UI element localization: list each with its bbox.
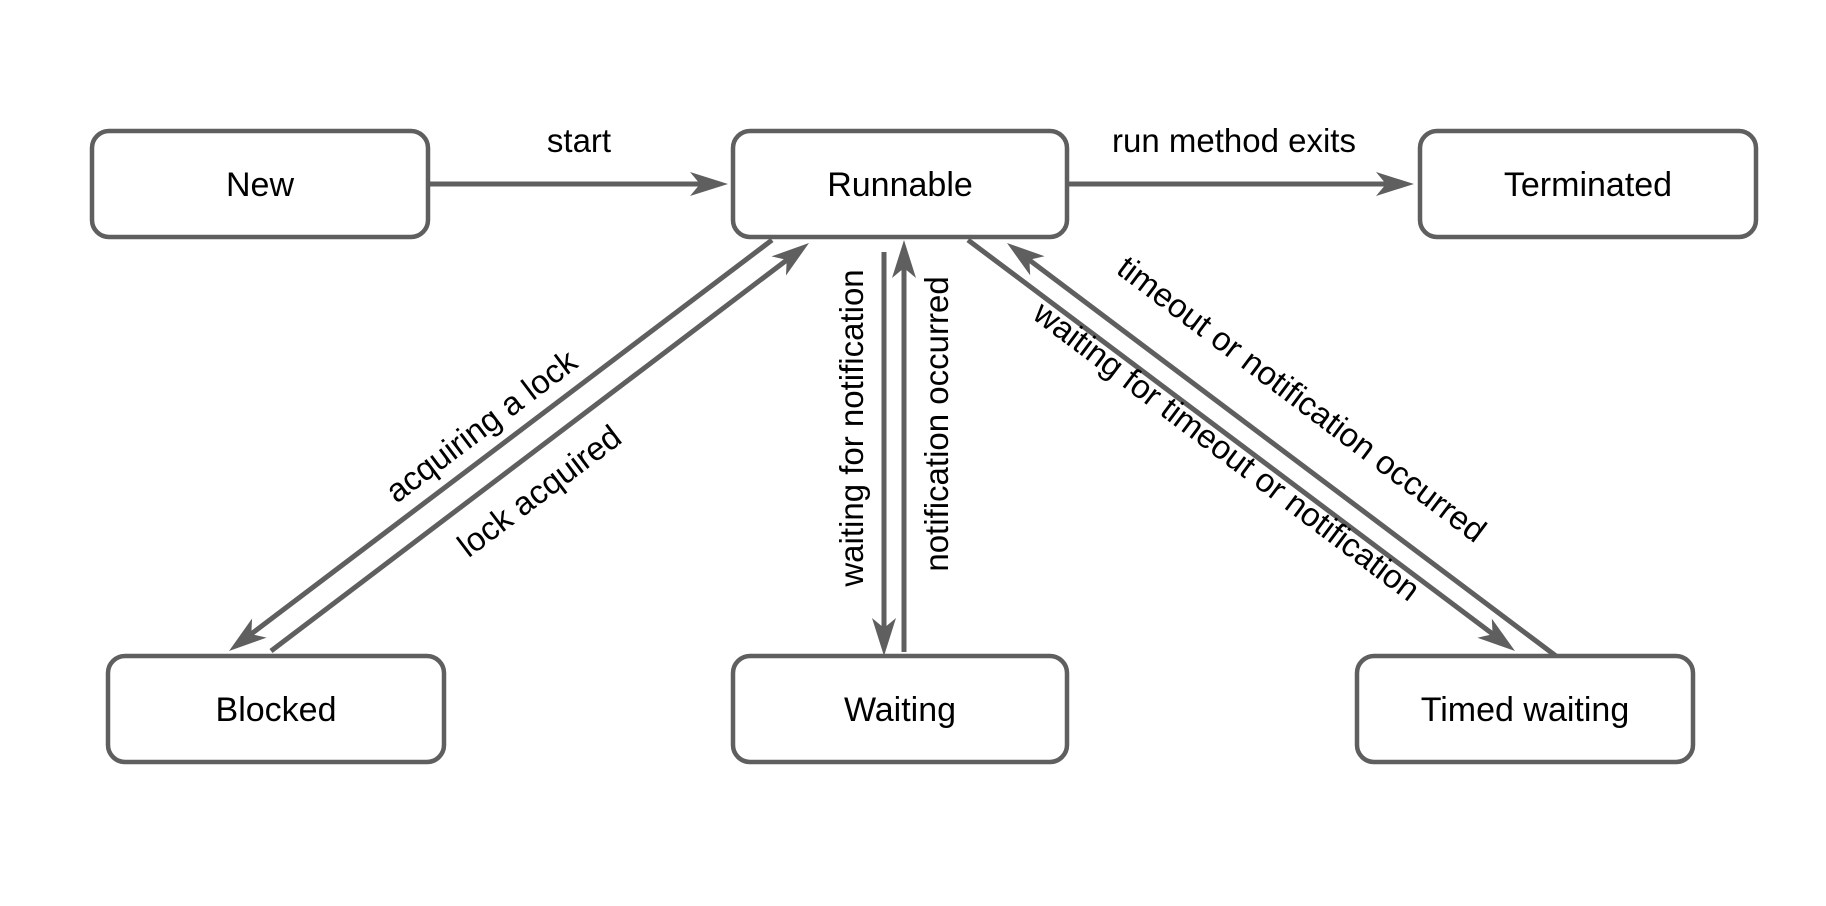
arrowhead-icon bbox=[872, 618, 896, 656]
state-new: New bbox=[89, 128, 431, 240]
state-blocked: Blocked bbox=[105, 653, 447, 765]
state-label-waiting: Waiting bbox=[844, 691, 956, 729]
arrowhead-icon bbox=[771, 243, 809, 276]
state-label-runnable: Runnable bbox=[827, 166, 973, 204]
state-waiting: Waiting bbox=[730, 653, 1070, 765]
label-start: start bbox=[547, 122, 611, 159]
state-label-blocked: Blocked bbox=[216, 691, 337, 729]
arrowhead-icon bbox=[229, 618, 267, 651]
label-run-method-exits: run method exits bbox=[1112, 122, 1356, 159]
edge-waiting-for-notification bbox=[872, 252, 896, 656]
edge-start bbox=[430, 172, 728, 196]
state-label-terminated: Terminated bbox=[1504, 166, 1672, 204]
arrowhead-icon bbox=[892, 240, 916, 278]
edge-waiting-for-timeout-or-notification bbox=[966, 238, 1515, 651]
state-label-new: New bbox=[226, 166, 294, 204]
edge-timeout-or-notification-occurred bbox=[1007, 243, 1558, 658]
state-label-timed-waiting: Timed waiting bbox=[1421, 691, 1629, 729]
state-timed-waiting: Timed waiting bbox=[1354, 653, 1696, 765]
edge-acquiring-a-lock bbox=[229, 238, 774, 651]
edge-lock-acquired bbox=[269, 243, 809, 653]
arrowhead-icon bbox=[1477, 618, 1515, 651]
state-terminated: Terminated bbox=[1417, 128, 1759, 240]
arrowhead-icon bbox=[690, 172, 728, 196]
label-notification-occurred: notification occurred bbox=[918, 276, 955, 571]
label-waiting-for-notification: waiting for notification bbox=[833, 269, 870, 587]
arrowhead-icon bbox=[1376, 172, 1414, 196]
edge-notification-occurred bbox=[892, 240, 916, 652]
edge-run-method-exits bbox=[1069, 172, 1414, 196]
arrowhead-icon bbox=[1007, 243, 1045, 276]
state-runnable: Runnable bbox=[730, 128, 1070, 240]
edges bbox=[229, 172, 1558, 658]
